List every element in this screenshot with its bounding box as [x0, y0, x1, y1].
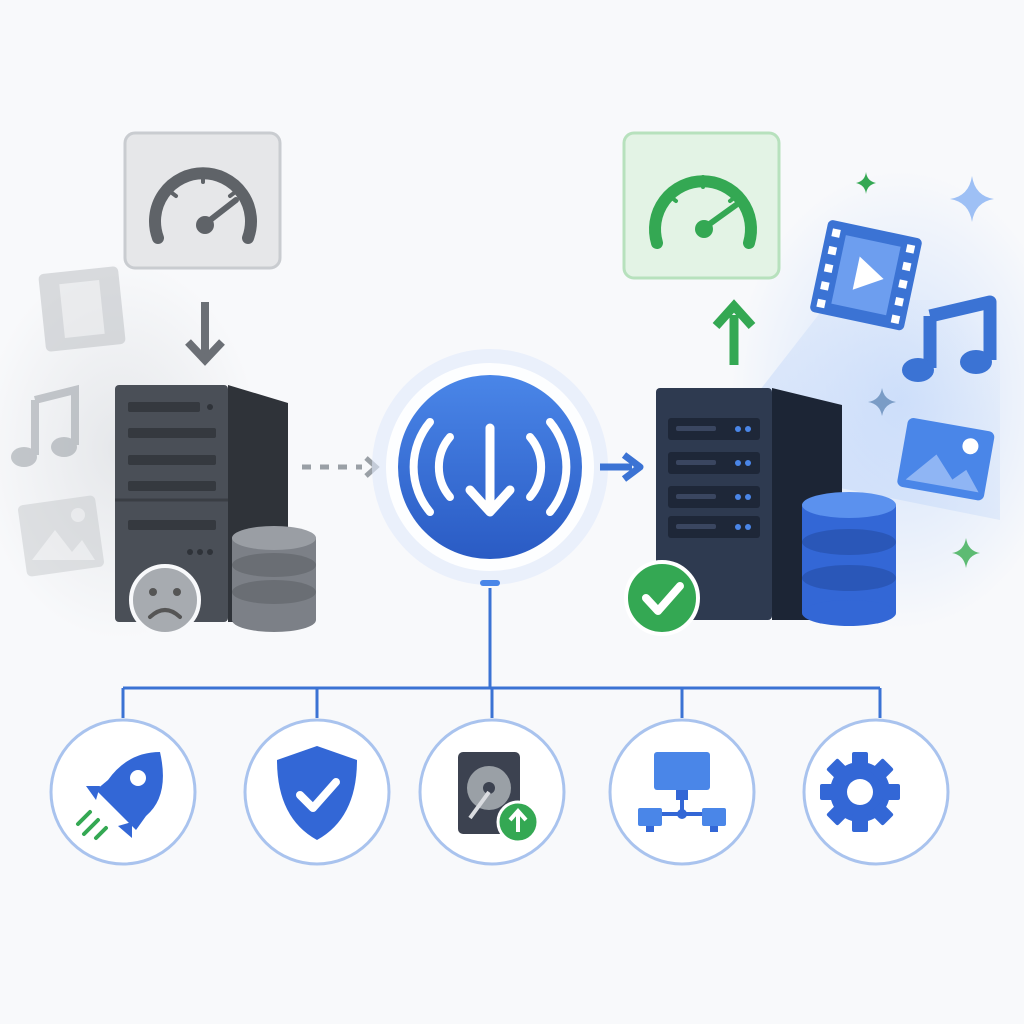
film-icon: [38, 266, 126, 352]
image-icon: [18, 495, 104, 577]
dashed-arrow-icon: [302, 456, 380, 478]
feature-rocket[interactable]: [49, 718, 197, 866]
speedometer-icon: [649, 175, 757, 249]
up-arrow-icon: [712, 299, 756, 365]
network-icon: [638, 752, 726, 832]
feature-security[interactable]: [243, 718, 391, 866]
sad-face-icon: [129, 564, 201, 636]
feature-network[interactable]: [608, 718, 756, 866]
right-arrow-icon: [600, 452, 644, 482]
check-circle-icon: [624, 560, 700, 636]
sparkle-icon: [856, 172, 994, 568]
hard-drive-upgrade-icon: [458, 752, 540, 844]
connector-lines: [121, 588, 882, 718]
new-database-icon: [802, 492, 896, 626]
speedometer-icon: [149, 167, 257, 244]
old-database-icon: [232, 526, 316, 632]
music-note-icon: [11, 384, 79, 467]
image-icon: [897, 418, 995, 501]
feature-storage-upgrade[interactable]: [418, 718, 566, 866]
music-note-icon: [902, 295, 997, 382]
wireless-download-icon: [409, 418, 571, 517]
central-hub: [372, 349, 608, 586]
fast-speed-gauge-card: [622, 131, 781, 280]
rocket-icon: [76, 752, 163, 840]
down-arrow-icon: [185, 302, 225, 366]
feature-settings[interactable]: [802, 718, 950, 866]
slow-speed-gauge-card: [123, 131, 282, 270]
shield-check-icon: [277, 746, 357, 840]
video-icon: [810, 220, 922, 331]
gear-icon: [820, 752, 900, 832]
